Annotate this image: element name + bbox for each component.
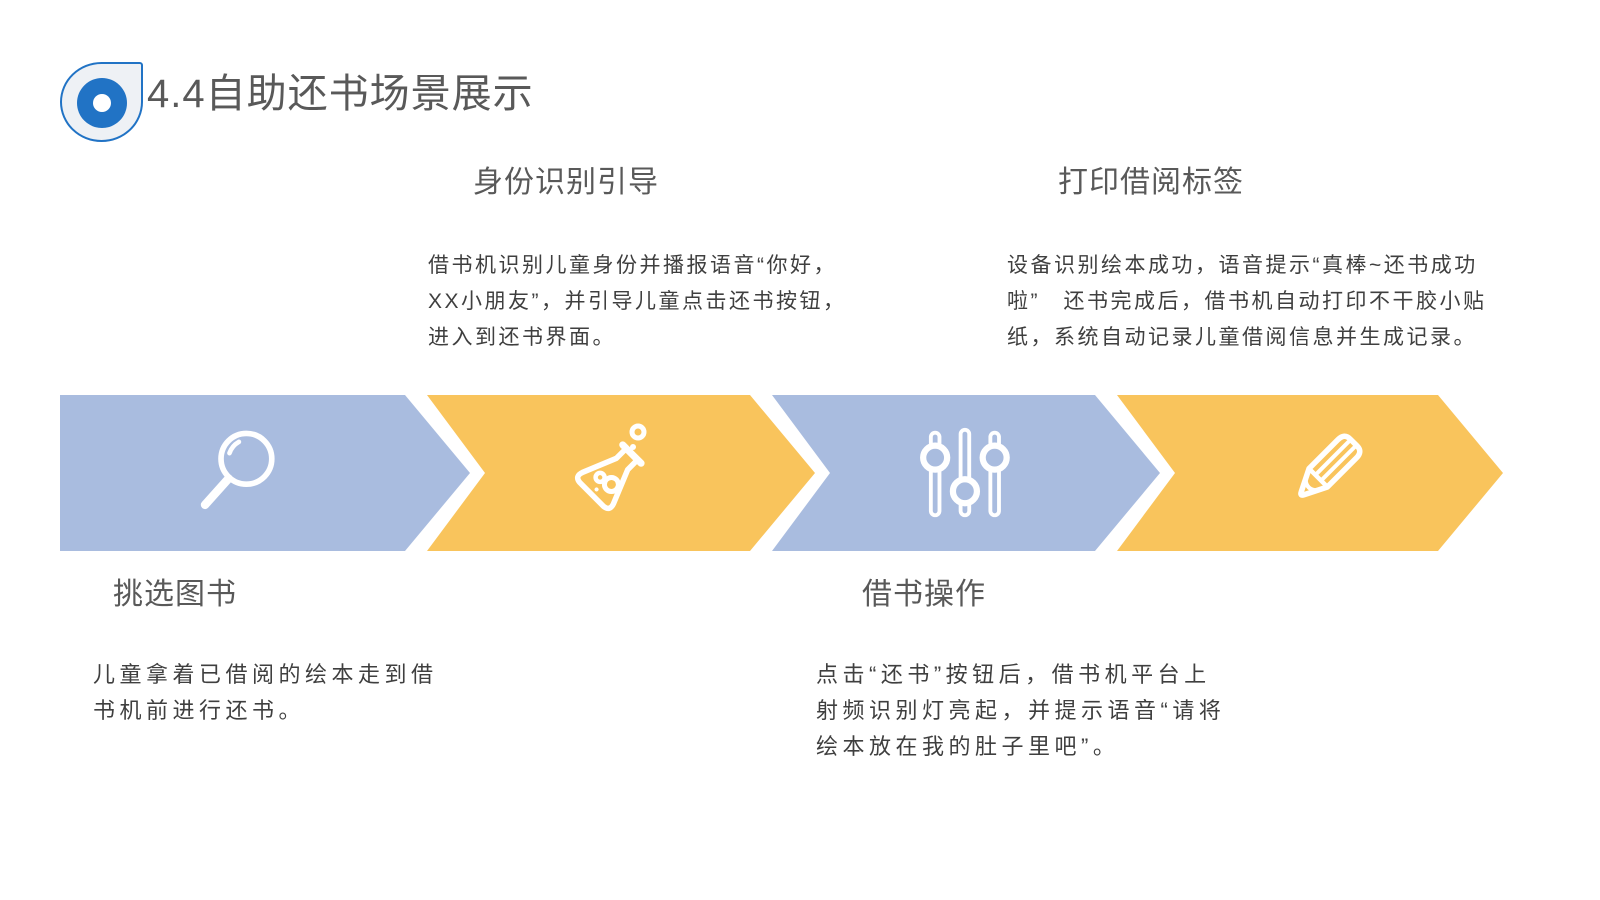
chevron-step-2 [427, 395, 815, 551]
step-description-print-label: 设备识别绘本成功，语音提示“真棒~还书成功 啦” 还书完成后，借书机自动打印不干… [1007, 254, 1487, 349]
magnifier-icon [190, 424, 284, 518]
chevron-step-3 [772, 395, 1160, 551]
step-heading-identity-guide: 身份识别引导 [473, 166, 659, 199]
pencil-icon [1276, 420, 1376, 520]
step-heading-print-label: 打印借阅标签 [1058, 166, 1244, 199]
step-heading-pick-books: 挑选图书 [113, 578, 237, 611]
donut-icon [77, 78, 127, 128]
step-heading-borrow-operation: 借书操作 [862, 578, 986, 611]
page-title: 4.4自助还书场景展示 [147, 72, 534, 116]
step-description-borrow-operation: 点击“还书”按钮后，借书机平台上 射频识别灯亮起，并提示语音“请将 绘本放在我的… [816, 662, 1226, 759]
step-description-identity-guide: 借书机识别儿童身份并播报语音“你好， XX小朋友”，并引导儿童点击还书按钮， 进… [428, 254, 847, 349]
sliders-icon [915, 425, 1011, 521]
flask-icon [563, 420, 663, 522]
step-description-pick-books: 儿童拿着已借阅的绘本走到借 书机前进行还书。 [93, 662, 438, 723]
drop-target-icon [60, 62, 143, 142]
